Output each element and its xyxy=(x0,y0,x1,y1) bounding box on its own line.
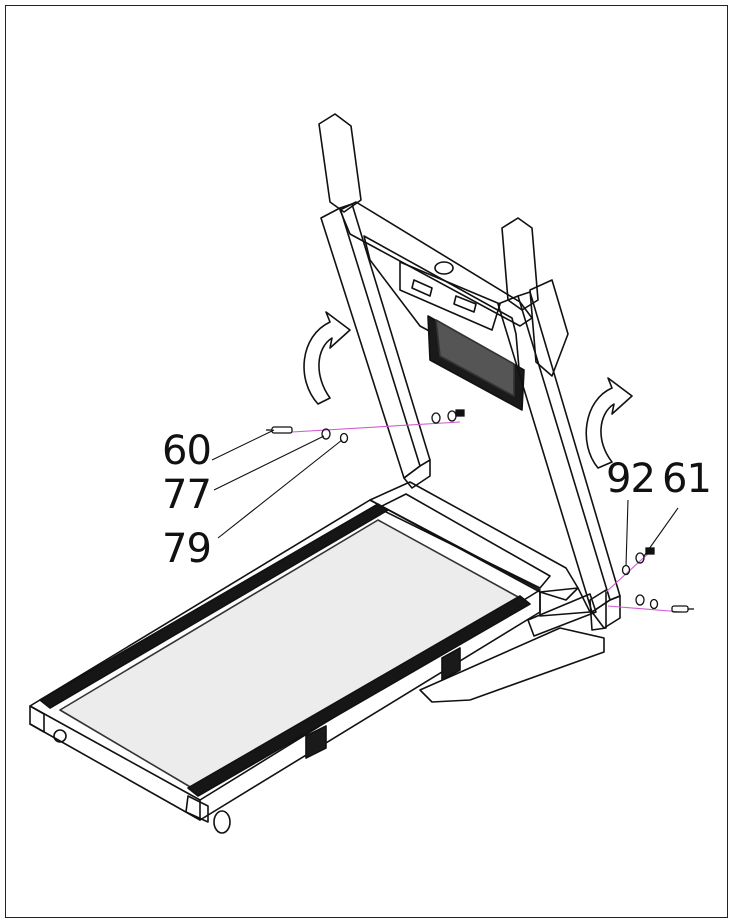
fold-arrow-right-icon xyxy=(585,377,633,469)
bolt-lower-right-icon xyxy=(671,605,694,613)
washer-lower-right-icon xyxy=(635,594,645,606)
callout-60: 60 xyxy=(162,428,211,474)
callout-77: 77 xyxy=(162,472,211,518)
washer-77-left-icon xyxy=(321,428,331,440)
callout-61: 61 xyxy=(662,456,711,502)
callout-79: 79 xyxy=(162,526,211,572)
left-upright xyxy=(318,113,431,489)
nut-right-upright-icon xyxy=(447,409,465,422)
washer-79-left-icon xyxy=(339,432,349,444)
assembly-guide-lines xyxy=(291,421,683,613)
console xyxy=(339,201,533,411)
fold-arrow-left-icon xyxy=(303,311,351,405)
callout-92: 92 xyxy=(606,456,655,502)
washer-right-upright-icon xyxy=(431,412,441,424)
washer-lower-right-2-icon xyxy=(649,598,659,610)
callout-leaders xyxy=(211,429,679,567)
running-deck xyxy=(29,499,541,834)
diagram-frame xyxy=(5,5,728,918)
right-upright xyxy=(497,217,621,631)
bolt-60-left-icon xyxy=(266,426,293,434)
